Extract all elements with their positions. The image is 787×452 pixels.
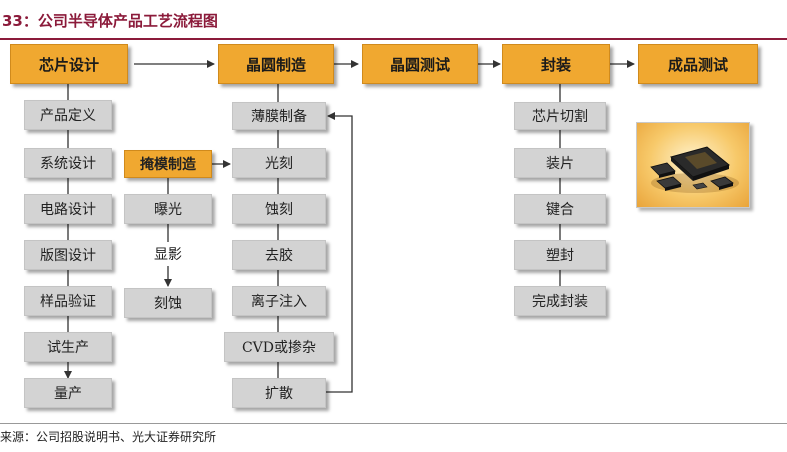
stage-chip-design: 芯片设计 [10, 44, 128, 84]
title-divider [0, 38, 787, 40]
fab-step-ion-implantation: 离子注入 [232, 286, 326, 316]
pack-step-molding: 塑封 [514, 240, 606, 270]
pack-step-bonding: 键合 [514, 194, 606, 224]
footer-divider [0, 423, 787, 424]
design-step-sample-verification: 样品验证 [24, 286, 112, 316]
chip-icon [650, 146, 739, 193]
design-step-layout-design: 版图设计 [24, 240, 112, 270]
fab-step-etching: 蚀刻 [232, 194, 326, 224]
stage-final-testing: 成品测试 [638, 44, 758, 84]
design-step-system-design: 系统设计 [24, 148, 112, 178]
semiconductor-chips-image [636, 122, 750, 208]
stage-packaging: 封装 [502, 44, 610, 84]
design-step-product-definition: 产品定义 [24, 100, 112, 130]
pack-step-packaging-complete: 完成封装 [514, 286, 606, 316]
fab-step-thin-film: 薄膜制备 [232, 102, 326, 130]
mask-making-header: 掩模制造 [124, 150, 212, 178]
mask-step-exposure: 曝光 [124, 194, 212, 224]
design-step-trial-production: 试生产 [24, 332, 112, 362]
fab-step-cvd-or-doping: CVD或掺杂 [224, 332, 334, 362]
fab-step-photolithography: 光刻 [232, 148, 326, 178]
design-step-mass-production: 量产 [24, 378, 112, 408]
stage-wafer-fabrication: 晶圆制造 [218, 44, 334, 84]
fab-step-diffusion: 扩散 [232, 378, 326, 408]
design-step-circuit-design: 电路设计 [24, 194, 112, 224]
mask-step-development: 显影 [154, 247, 182, 263]
stage-wafer-testing: 晶圆测试 [362, 44, 478, 84]
source-note: 来源：公司招股说明书、光大证券研究所 [0, 430, 217, 444]
fab-step-photoresist-strip: 去胶 [232, 240, 326, 270]
figure-title: 33：公司半导体产品工艺流程图 [2, 12, 218, 30]
mask-step-etching: 刻蚀 [124, 288, 212, 318]
pack-step-die-cutting: 芯片切割 [514, 102, 606, 130]
pack-step-die-attach: 装片 [514, 148, 606, 178]
